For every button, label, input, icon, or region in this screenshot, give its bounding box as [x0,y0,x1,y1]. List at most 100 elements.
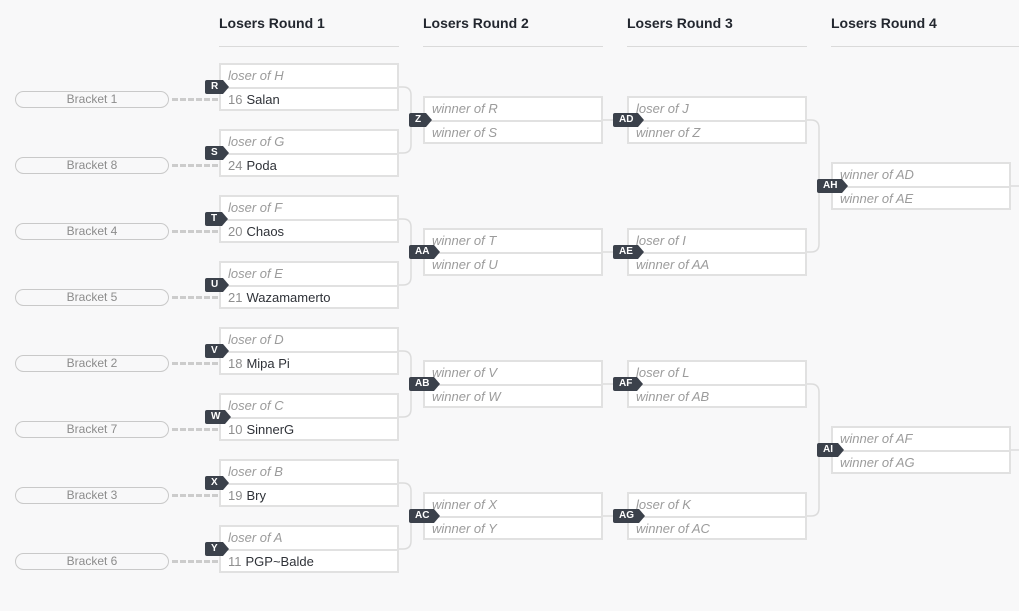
match-slot-top[interactable]: loser of F [221,197,397,219]
bracket-dashed-link [172,98,218,101]
match-card[interactable]: loser of K winner of AC [627,492,807,540]
match-slot-bottom[interactable]: winner of Z [629,120,805,144]
bracket-source-pill[interactable]: Bracket 4 [15,223,169,240]
match-id-badge: V [205,344,229,358]
player-name: Mipa Pi [246,356,290,371]
match-slot-top[interactable]: loser of B [221,461,397,483]
match-card[interactable]: winner of AF winner of AG [831,426,1011,474]
slot-placeholder: winner of T [432,233,497,248]
bracket-source-pill[interactable]: Bracket 8 [15,157,169,174]
bracket-source-pill[interactable]: Bracket 1 [15,91,169,108]
slot-placeholder: winner of Y [432,521,497,536]
slot-placeholder: loser of F [228,200,283,215]
match-id-badge: AE [613,245,644,259]
match-slot-bottom[interactable]: winner of AC [629,516,805,540]
round-header: Losers Round 3 [627,15,733,31]
match-card[interactable]: winner of X winner of Y [423,492,603,540]
slot-placeholder: loser of C [228,398,284,413]
slot-placeholder: winner of AB [636,389,710,404]
match-slot-top[interactable]: loser of I [629,230,805,252]
match-id-badge: AD [613,113,646,127]
bracket-source-pill[interactable]: Bracket 7 [15,421,169,438]
player-name: SinnerG [246,422,295,437]
round-divider [831,46,1019,47]
match-id-badge: T [205,212,229,226]
match-slot-bottom[interactable]: winner of AA [629,252,805,276]
slot-placeholder: loser of K [636,497,691,512]
player-seed: 19 [228,488,243,503]
bracket-source-pill[interactable]: Bracket 6 [15,553,169,570]
bracket-dashed-link [172,164,218,167]
bracket-source-pill[interactable]: Bracket 5 [15,289,169,306]
slot-placeholder: winner of X [432,497,498,512]
match-slot-top[interactable]: loser of E [221,263,397,285]
match-slot-top[interactable]: loser of G [221,131,397,153]
round-header: Losers Round 4 [831,15,937,31]
match-slot-top[interactable]: winner of T [425,230,601,252]
slot-placeholder: loser of D [228,332,284,347]
match-slot-bottom[interactable]: winner of S [425,120,601,144]
match-slot-bottom[interactable]: winner of AG [833,450,1009,474]
match-slot-bottom[interactable]: winner of Y [425,516,601,540]
match-slot-top[interactable]: loser of H [221,65,397,87]
match-card[interactable]: winner of R winner of S [423,96,603,144]
bracket-source-pill[interactable]: Bracket 2 [15,355,169,372]
match-slot-bottom[interactable]: winner of W [425,384,601,408]
bracket-dashed-link [172,494,218,497]
slot-placeholder: winner of U [432,257,498,272]
match-slot-top[interactable]: winner of AD [833,164,1009,186]
match-slot-top[interactable]: loser of K [629,494,805,516]
match-slot-top[interactable]: loser of L [629,362,805,384]
slot-placeholder: winner of AF [840,431,913,446]
match-id-badge: R [205,80,230,94]
player-seed: 11 [228,554,242,569]
match-slot-top[interactable]: winner of R [425,98,601,120]
match-slot-top[interactable]: winner of X [425,494,601,516]
slot-placeholder: winner of AG [840,455,915,470]
match-slot-top[interactable]: loser of A [221,527,397,549]
round-divider [423,46,603,47]
match-id-badge: AH [817,179,850,193]
match-card[interactable]: loser of I winner of AA [627,228,807,276]
player-name: Poda [246,158,277,173]
match-id-badge: AB [409,377,442,391]
slot-placeholder: loser of I [636,233,686,248]
match-card[interactable]: winner of AD winner of AE [831,162,1011,210]
match-card[interactable]: winner of T winner of U [423,228,603,276]
match-id-badge: Z [409,113,433,127]
slot-placeholder: winner of S [432,125,498,140]
match-slot-top[interactable]: loser of D [221,329,397,351]
match-slot-bottom[interactable]: winner of U [425,252,601,276]
round-divider [627,46,807,47]
bracket-source-pill[interactable]: Bracket 3 [15,487,169,504]
match-slot-bottom[interactable]: winner of AB [629,384,805,408]
match-slot-top[interactable]: loser of C [221,395,397,417]
bracket-dashed-link [172,428,218,431]
round-header: Losers Round 1 [219,15,325,31]
match-slot-top[interactable]: winner of V [425,362,601,384]
match-card[interactable]: loser of L winner of AB [627,360,807,408]
match-slot-top[interactable]: loser of J [629,98,805,120]
match-slot-bottom[interactable]: winner of AE [833,186,1009,210]
match-slot-top[interactable]: winner of AF [833,428,1009,450]
match-id-badge: W [205,410,233,424]
slot-placeholder: winner of AD [840,167,914,182]
